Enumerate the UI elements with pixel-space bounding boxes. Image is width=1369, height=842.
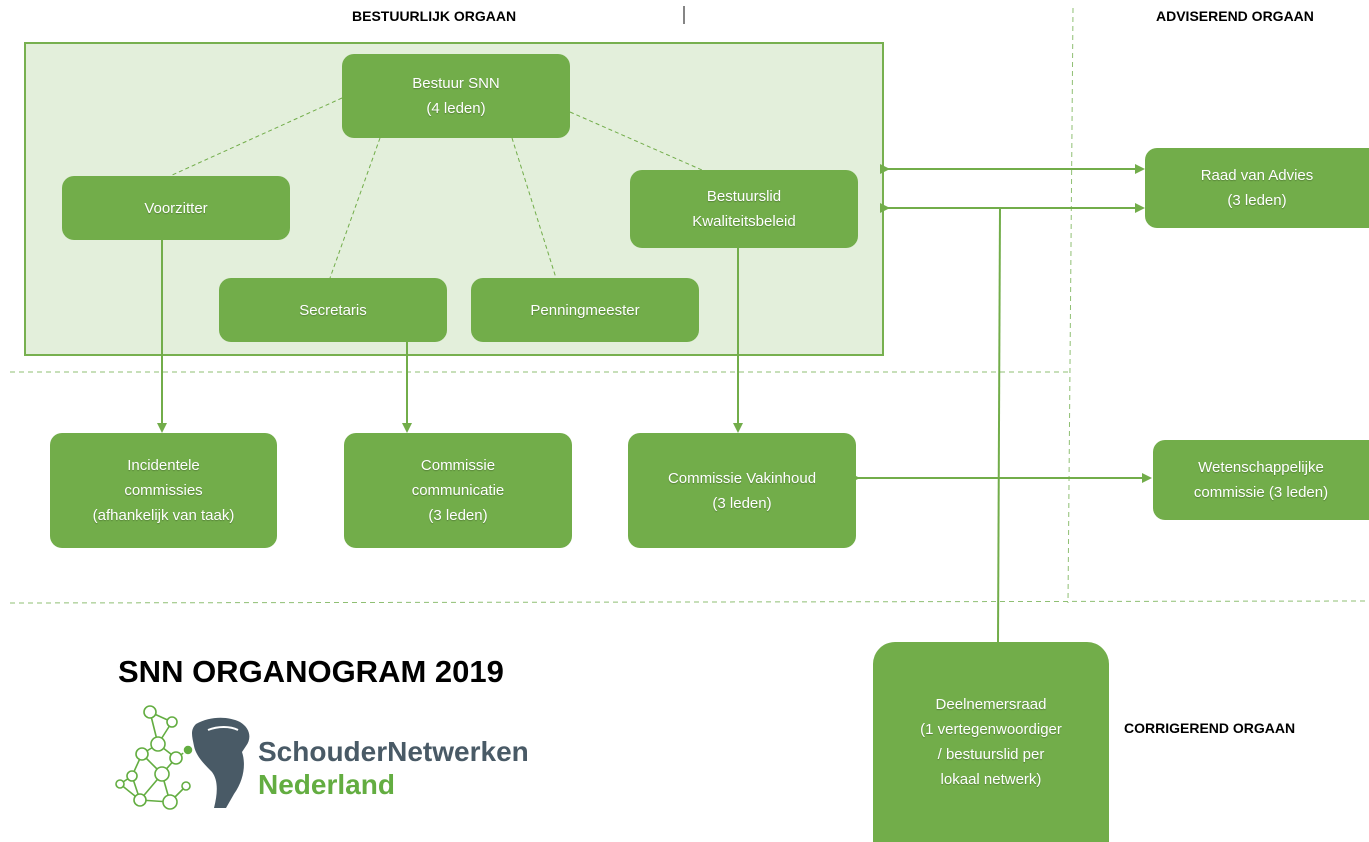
box-incidentele-line1: Incidentele [127, 457, 200, 474]
box-bestuurslid-line1: Bestuurslid [706, 188, 782, 205]
box-bestuur-snn-line2: (4 leden) [426, 100, 486, 117]
box-bestuur-snn-line1: Bestuur SNN [412, 75, 500, 92]
box-penningmeester: Penningmeester [471, 278, 699, 342]
box-deelnemersraad-line2: (1 vertegenwoordiger [920, 721, 1062, 738]
organogram-title: SNN ORGANOGRAM 2019 [118, 654, 504, 689]
box-deelnemersraad: Deelnemersraad (1 vertegenwoordiger / best… [873, 642, 1109, 842]
box-commissie-vakinhoud: Commissie Vakinhoud (3 leden) [628, 433, 856, 548]
box-deelnemersraad-line1: Deelnemersraad [935, 696, 1047, 713]
box-incidentele-line2: commissies [124, 482, 203, 499]
header-corrigerend-orgaan: CORRIGEREND ORGAAN [1124, 720, 1296, 736]
box-vakinhoud-line1: Commissie Vakinhoud [667, 469, 817, 487]
box-communicatie-line1: Commissie [420, 457, 496, 474]
shoulder-network-logo-icon [115, 705, 250, 810]
box-penningmeester-line1: Penningmeester [530, 301, 640, 319]
box-wetenschappelijke-line1: Wetenschappelijke [1198, 459, 1324, 476]
header-adviserend-orgaan: ADVISEREND ORGAAN [1156, 8, 1314, 24]
box-wetenschappelijke-line2: commissie (3 leden) [1193, 484, 1329, 501]
box-voorzitter: Voorzitter [62, 176, 290, 240]
box-secretaris: Secretaris [219, 278, 447, 342]
box-wetenschappelijke-commissie: Wetenschappelijke commissie (3 leden) [1153, 440, 1369, 520]
box-commissie-communicatie: Commissie communicatie (3 leden) [344, 433, 572, 548]
box-communicatie-line3: (3 leden) [428, 507, 488, 524]
box-incidentele-line3: (afhankelijk van taak) [92, 507, 235, 524]
box-communicatie-line2: communicatie [411, 482, 505, 499]
box-voorzitter-line1: Voorzitter [144, 199, 208, 217]
box-secretaris-line1: Secretaris [299, 301, 367, 319]
logo-text-nederland: Nederland [258, 769, 395, 800]
box-vakinhoud-line2: (3 leden) [712, 494, 772, 512]
box-bestuurslid-line2: Kwaliteitsbeleid [692, 213, 796, 230]
header-bestuurlijk-orgaan: BESTUURLIJK ORGAAN [352, 8, 517, 24]
box-deelnemersraad-line4: lokaal netwerk) [940, 771, 1042, 788]
box-bestuur-snn: Bestuur SNN (4 leden) [342, 54, 570, 138]
box-raad-line1: Raad van Advies [1200, 167, 1314, 184]
box-deelnemersraad-line3: / bestuurslid per [937, 746, 1045, 763]
box-raad-line2: (3 leden) [1227, 192, 1287, 209]
box-raad-van-advies: Raad van Advies (3 leden) [1145, 148, 1369, 228]
box-incidentele-commissies: Incidentele commissies (afhankelijk van ta… [50, 433, 277, 548]
logo-text-schoudernetwerken: SchouderNetwerken [258, 736, 529, 767]
